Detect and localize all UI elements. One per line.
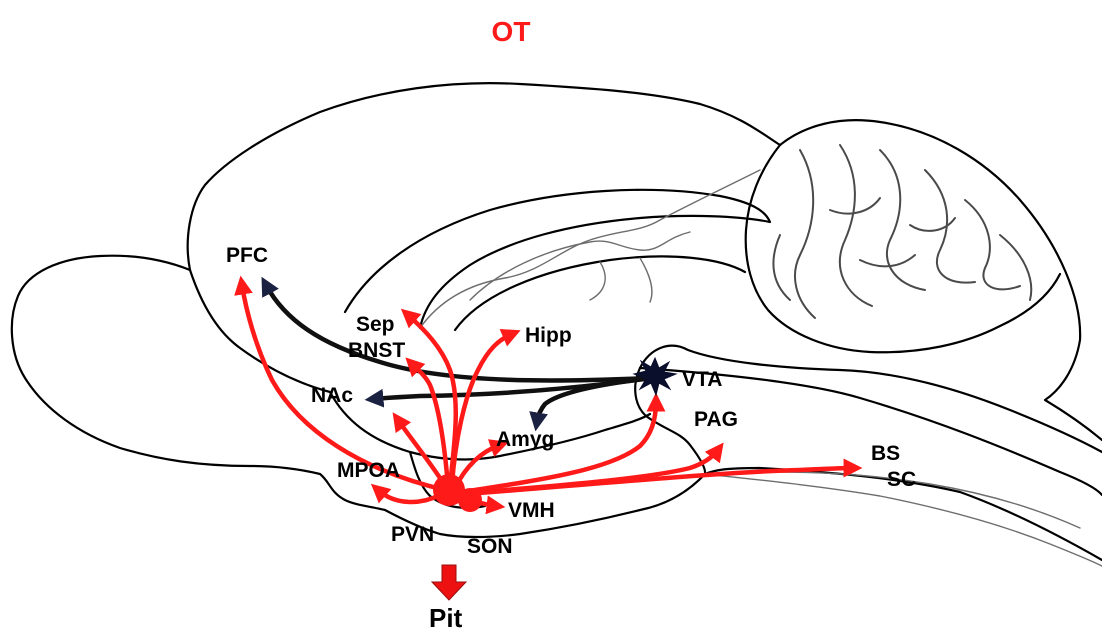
pituitary-arrow-icon [432, 565, 466, 600]
cerebellum-folia [773, 145, 1031, 318]
label-mpoa: MPOA [337, 459, 400, 482]
label-bs: BS [871, 442, 900, 465]
cerebellum-boundary [746, 145, 1060, 352]
label-pvn: PVN [391, 523, 434, 546]
ot-to-hipp-projection [452, 334, 512, 485]
vta-star-icon [634, 358, 676, 395]
diagram-title: OT [492, 16, 531, 47]
ot-to-bnst-projection [412, 364, 448, 486]
vta-to-pfc-projection [266, 285, 652, 381]
label-hipp: Hipp [525, 324, 572, 347]
label-pfc: PFC [226, 244, 268, 267]
label-bnst: BNST [348, 339, 405, 362]
cerebellum-fold [880, 150, 925, 290]
label-nac: NAc [311, 384, 353, 407]
label-vmh: VMH [508, 499, 555, 522]
label-sep: Sep [356, 313, 395, 336]
label-amyg: Amyg [496, 428, 554, 451]
region-labels: PFC Sep BNST Hipp NAc VTA PAG Amyg MPOA … [226, 244, 916, 629]
label-vta: VTA [682, 368, 722, 391]
son-nucleus [458, 488, 482, 512]
cerebellum-fold [795, 150, 815, 318]
label-son: SON [467, 535, 513, 558]
label-pag: PAG [694, 408, 738, 431]
label-sc: SC [887, 468, 916, 491]
cerebellum-fold [925, 170, 975, 283]
label-pit: Pit [429, 603, 463, 629]
cortex-inner-line-2 [590, 258, 652, 302]
cerebellum-fold [840, 145, 872, 306]
brainstem-dorsal-contour [640, 346, 1102, 452]
cerebellum-fold [910, 218, 955, 231]
cerebellum-fold [773, 235, 790, 300]
